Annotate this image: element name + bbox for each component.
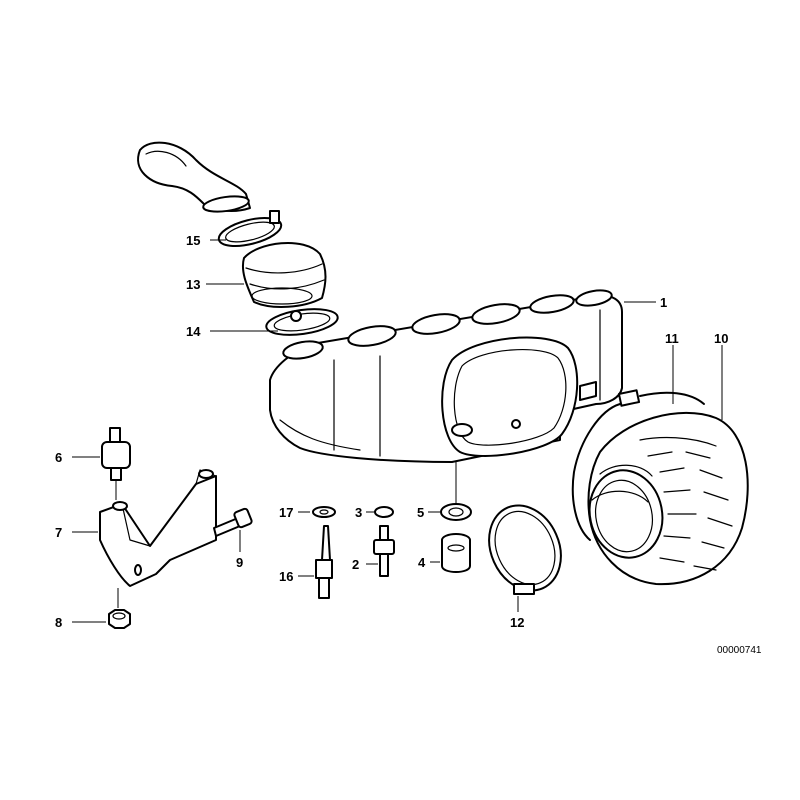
callout-7: 7 xyxy=(55,525,62,540)
callout-3: 3 xyxy=(355,505,362,520)
hose-clamp xyxy=(488,504,562,595)
sealing-gasket xyxy=(440,503,472,521)
callout-8: 8 xyxy=(55,615,62,630)
callout-1: 1 xyxy=(660,295,667,310)
hex-bolt xyxy=(213,507,253,537)
temperature-sensor xyxy=(315,525,333,599)
filter-strap-clamp xyxy=(571,389,705,541)
hose-clamp-upper xyxy=(217,210,283,247)
callout-9: 9 xyxy=(236,555,243,570)
rubber-intake-bellows xyxy=(242,242,327,308)
washer-17 xyxy=(312,506,336,518)
callout-17: 17 xyxy=(279,505,293,520)
air-filter-element xyxy=(587,411,749,586)
hex-nut xyxy=(108,609,131,629)
diagram-number: 00000741 xyxy=(717,645,762,656)
rubber-mount xyxy=(101,427,131,481)
callout-11: 11 xyxy=(665,331,679,346)
callout-12: 12 xyxy=(510,615,524,630)
washer-3 xyxy=(374,506,394,518)
callout-10: 10 xyxy=(714,331,728,346)
callout-5: 5 xyxy=(417,505,424,520)
rubber-grommet xyxy=(441,533,471,573)
callout-13: 13 xyxy=(186,277,200,292)
callout-15: 15 xyxy=(186,233,200,248)
callout-16: 16 xyxy=(279,569,293,584)
air-filter-housing xyxy=(269,289,623,463)
leader-lines xyxy=(72,239,723,623)
hose-clamp-lower xyxy=(265,308,339,336)
callout-labels: 1 2 3 4 5 6 7 8 9 10 11 12 13 14 15 16 1… xyxy=(55,233,762,656)
mounting-bracket xyxy=(99,469,217,587)
threaded-stud xyxy=(373,525,395,577)
callout-14: 14 xyxy=(186,324,201,339)
callout-6: 6 xyxy=(55,450,62,465)
callout-2: 2 xyxy=(352,557,359,572)
callout-4: 4 xyxy=(418,555,426,570)
intake-elbow-hose xyxy=(137,141,251,213)
